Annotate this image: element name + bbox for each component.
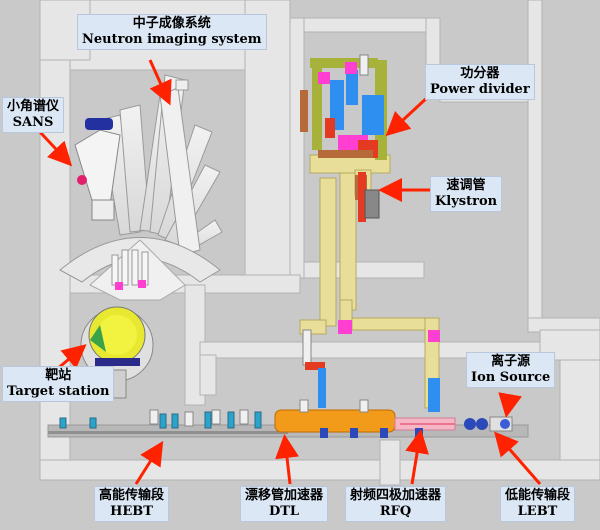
label-target-station-zh: 靶站 <box>45 368 72 383</box>
label-dtl-zh: 漂移管加速器 <box>245 488 324 503</box>
waveguides <box>299 154 440 409</box>
label-sans: 小角谱仪 SANS <box>2 97 65 133</box>
label-rfq-zh: 射频四极加速器 <box>350 488 442 503</box>
label-power-divider-zh: 功分器 <box>460 66 500 81</box>
label-target-station-en: Target station <box>7 384 110 399</box>
label-rfq-en: RFQ <box>379 504 412 519</box>
label-hebt-zh: 高能传输段 <box>99 488 165 503</box>
label-klystron: 速调管 Klystron <box>430 176 503 212</box>
label-klystron-en: Klystron <box>435 194 498 209</box>
rf-couplers <box>302 320 440 412</box>
label-lebt-zh: 低能传输段 <box>505 488 571 503</box>
monolith <box>59 237 221 301</box>
label-lebt: 低能传输段 LEBT <box>500 486 576 522</box>
label-hebt: 高能传输段 HEBT <box>94 486 170 522</box>
label-klystron-zh: 速调管 <box>446 178 486 193</box>
label-ion-source: 离子源 Ion Source <box>466 352 556 388</box>
sans-instrument <box>74 118 121 221</box>
label-ion-source-en: Ion Source <box>471 370 551 385</box>
label-dtl-en: DTL <box>268 504 300 519</box>
rf-equipment <box>300 54 387 222</box>
label-ion-source-zh: 离子源 <box>491 354 531 369</box>
target-station <box>80 306 154 399</box>
label-sans-zh: 小角谱仪 <box>7 99 60 114</box>
label-lebt-en: LEBT <box>517 504 558 519</box>
label-neutron-imaging-en: Neutron imaging system <box>82 32 262 47</box>
dtl-tank <box>274 409 396 433</box>
label-neutron-imaging: 中子成像系统 Neutron imaging system <box>77 14 267 50</box>
label-rfq: 射频四极加速器 RFQ <box>345 486 447 522</box>
label-target-station: 靶站 Target station <box>2 366 115 402</box>
neutron-imaging-arm <box>159 79 201 256</box>
label-dtl: 漂移管加速器 DTL <box>240 486 329 522</box>
label-sans-en: SANS <box>12 115 54 130</box>
label-power-divider-en: Power divider <box>430 82 530 97</box>
label-hebt-en: HEBT <box>110 504 153 519</box>
label-neutron-imaging-zh: 中子成像系统 <box>132 16 211 31</box>
label-power-divider: 功分器 Power divider <box>425 64 535 100</box>
